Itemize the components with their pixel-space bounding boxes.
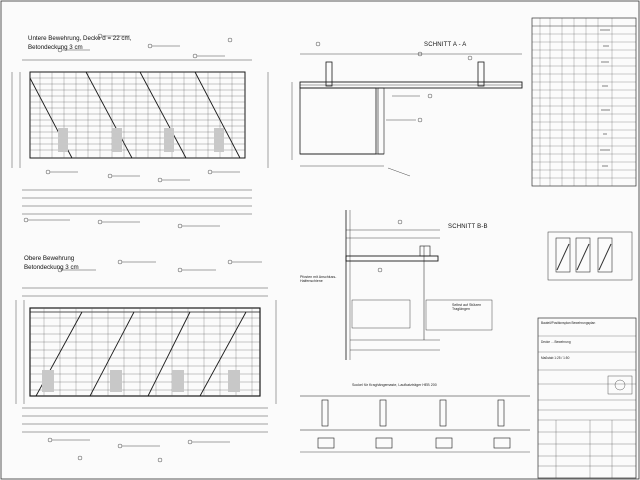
section-a-dimensions — [291, 41, 522, 177]
detail-legend-box — [547, 231, 633, 281]
lower-reinforcement-plan — [15, 259, 277, 463]
lower-plan-title-line2: Betondeckung 3 cm — [24, 264, 79, 271]
upper-dimension-lines — [11, 59, 269, 215]
section-b-title: SCHNITT B-B — [448, 224, 488, 230]
section-a-wall-left — [299, 87, 377, 155]
upper-plan-title-line1: Untere Bewehrung, Decke d = 22 cm, — [28, 35, 132, 42]
title-block-line2: Decke ... Bewehrung — [541, 340, 571, 344]
upper-reinforcement-plan — [11, 33, 269, 229]
lower-plan-title-line1: Obere Bewehrung — [24, 255, 75, 262]
upper-bar-callouts — [23, 33, 240, 229]
section-a-a — [291, 41, 523, 177]
lower-diagonal-bars — [35, 311, 247, 397]
lower-longitudinal-bars — [30, 317, 260, 391]
section-b-b — [345, 210, 493, 360]
lower-dimension-lines — [15, 287, 277, 433]
lower-cage-blocks — [42, 370, 240, 392]
title-block-line1: Bauteil/Positionsplan Bewehrungsplan — [541, 321, 596, 325]
foundation-note: Sockel für Kraghängemaste, Laufkatzträge… — [352, 383, 437, 387]
upper-cage-blocks — [58, 128, 224, 152]
foundation-detail — [300, 395, 530, 453]
section-b-note-right: Selbst auf Stützen Traglängen — [452, 303, 482, 311]
section-b-note-left: Pfosten mit Anschluss- Halfenschiene — [300, 275, 337, 283]
title-block-line3: Maßstab 1:25 / 1:50 — [541, 356, 570, 360]
lower-slab-outline — [29, 307, 261, 397]
section-a-title: SCHNITT A - A — [424, 42, 467, 48]
lower-bar-callouts — [47, 259, 262, 463]
upper-transverse-bars — [39, 72, 233, 158]
title-block — [537, 317, 637, 479]
upper-slab-outline — [29, 71, 246, 159]
lower-transverse-bars — [43, 308, 253, 396]
section-b-dimensions — [346, 219, 493, 351]
upper-plan-title-line2: Betondeckung 3 cm — [28, 44, 83, 51]
bending-schedule-table — [531, 17, 637, 187]
